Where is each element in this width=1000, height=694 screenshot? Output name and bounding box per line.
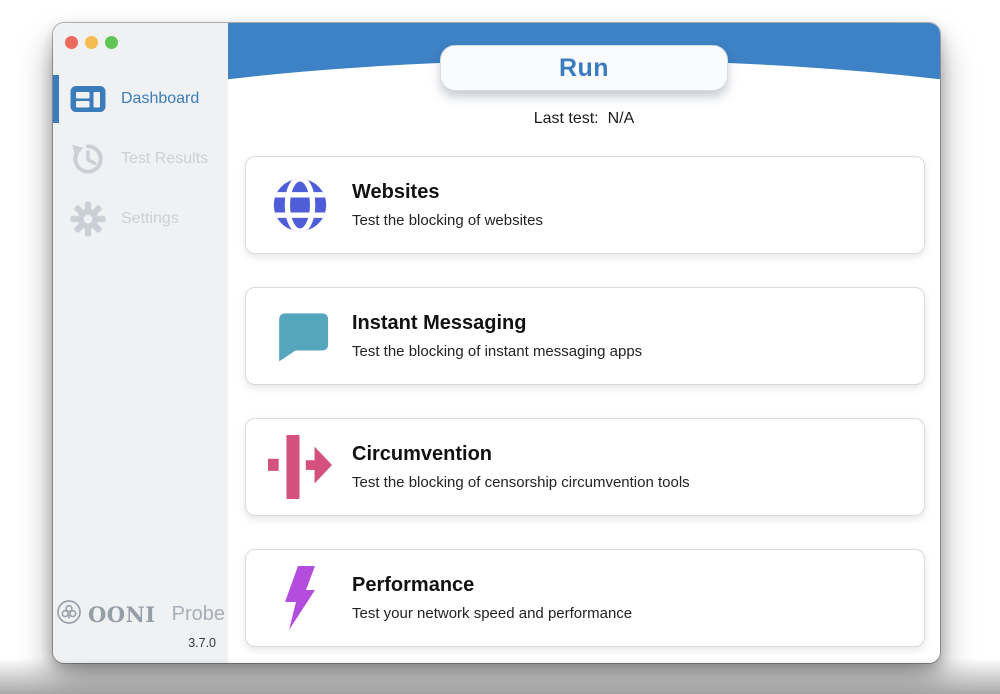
ooni-probe-logo: OONI Probe bbox=[57, 599, 225, 630]
last-test-status: Last test: N/A bbox=[228, 110, 940, 128]
card-websites[interactable]: Websites Test the blocking of websites bbox=[245, 156, 925, 254]
zoom-button[interactable] bbox=[105, 36, 118, 49]
card-performance[interactable]: Performance Test your network speed and … bbox=[245, 549, 925, 647]
minimize-button[interactable] bbox=[85, 36, 98, 49]
history-icon bbox=[69, 140, 107, 178]
card-circumvention[interactable]: Circumvention Test the blocking of censo… bbox=[245, 418, 925, 516]
sidebar-nav: Dashboard Test Results bbox=[53, 75, 228, 255]
bolt-icon bbox=[264, 566, 336, 630]
sidebar-item-label: Settings bbox=[121, 210, 179, 227]
card-title: Circumvention bbox=[352, 443, 493, 465]
app-window: Dashboard Test Results bbox=[53, 23, 940, 663]
circumvention-icon bbox=[264, 435, 336, 499]
main-area: Run Last test: N/A bbox=[228, 23, 940, 663]
window-controls bbox=[53, 23, 228, 49]
close-button[interactable] bbox=[65, 36, 78, 49]
last-test-label: Last test: bbox=[533, 110, 599, 127]
dashboard-icon bbox=[69, 80, 107, 118]
card-description: Test the blocking of instant messaging a… bbox=[352, 343, 643, 360]
card-description: Test the blocking of websites bbox=[352, 212, 543, 229]
brand-area: OONI Probe 3.7.0 bbox=[53, 599, 228, 663]
last-test-value: N/A bbox=[607, 110, 635, 127]
ooni-wordmark: OONI bbox=[88, 602, 156, 627]
app-version: 3.7.0 bbox=[188, 636, 216, 650]
card-title: Websites bbox=[352, 181, 440, 203]
card-title: Instant Messaging bbox=[352, 312, 527, 334]
run-button[interactable]: Run bbox=[440, 45, 728, 91]
sidebar-item-settings[interactable]: Settings bbox=[53, 195, 228, 243]
card-title: Performance bbox=[352, 574, 475, 596]
ooni-mark-icon bbox=[56, 599, 82, 630]
sidebar-item-dashboard[interactable]: Dashboard bbox=[53, 75, 228, 123]
card-instant-messaging[interactable]: Instant Messaging Test the blocking of i… bbox=[245, 287, 925, 385]
test-card-list: Websites Test the blocking of websites I… bbox=[228, 156, 940, 647]
active-indicator bbox=[53, 75, 59, 123]
card-description: Test your network speed and performance bbox=[352, 605, 633, 622]
sidebar-item-label: Dashboard bbox=[121, 90, 200, 107]
probe-wordmark: Probe bbox=[171, 603, 225, 625]
message-icon bbox=[264, 309, 336, 363]
card-description: Test the blocking of censorship circumve… bbox=[352, 474, 690, 491]
sidebar-item-label: Test Results bbox=[121, 150, 209, 167]
window-drop-shadow bbox=[0, 658, 1000, 694]
globe-icon bbox=[264, 174, 336, 236]
sidebar: Dashboard Test Results bbox=[53, 23, 228, 663]
gear-icon bbox=[69, 200, 107, 238]
sidebar-item-test-results[interactable]: Test Results bbox=[53, 135, 228, 183]
